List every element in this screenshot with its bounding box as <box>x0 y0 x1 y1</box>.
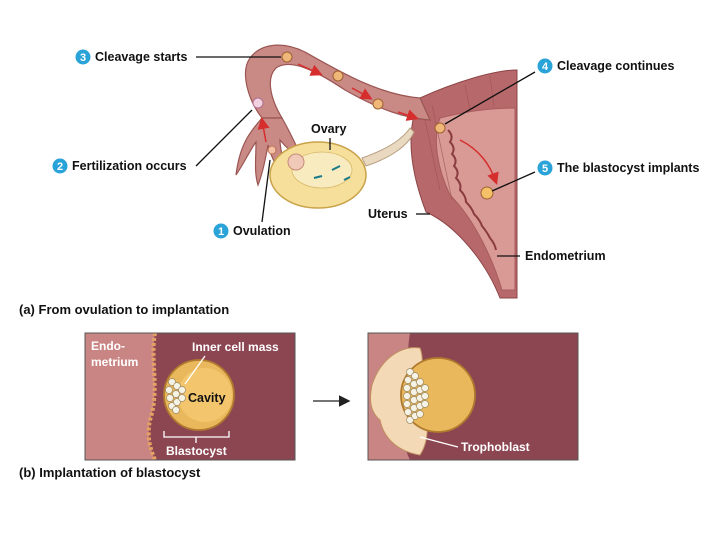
step-5-number: 5 <box>542 163 548 175</box>
step-3-badge <box>75 49 91 65</box>
fertilized-egg <box>252 97 264 109</box>
step-1-text: Ovulation <box>233 224 291 238</box>
step-5-badge <box>537 160 553 176</box>
ovulated-egg <box>267 145 277 155</box>
ovary-inner <box>291 151 353 189</box>
step-3-text: Cleavage starts <box>95 50 187 64</box>
step-2-text: Fertilization occurs <box>72 159 187 173</box>
cleavage-4cell <box>332 70 344 82</box>
ovarian-ligament <box>361 127 415 167</box>
step-2-number: 2 <box>57 161 63 173</box>
trophoblast-label: Trophoblast <box>461 440 530 454</box>
step-3-number: 3 <box>80 52 86 64</box>
endometrium-label: Endometrium <box>525 249 606 263</box>
step-1-badge <box>213 223 229 239</box>
endometrium-wavy-lining <box>447 129 497 251</box>
uterus-muscle-striations <box>424 75 495 201</box>
caption-part-a: (a) From ovulation to implantation <box>19 302 229 317</box>
ovary-follicles <box>287 153 351 181</box>
ovary-label: Ovary <box>311 122 346 136</box>
part-a-illustration <box>235 44 518 299</box>
step-5-text: The blastocyst implants <box>557 161 699 175</box>
blastocyst-label: Blastocyst <box>166 444 227 458</box>
endometrium-panel-label-line2: metrium <box>91 355 138 369</box>
step-1-number: 1 <box>218 226 224 238</box>
endometrium-edge-left <box>146 333 157 460</box>
egg-travel-arrows <box>257 63 499 185</box>
cleavage-morula <box>372 98 384 110</box>
panel-right: Trophoblast <box>367 332 579 461</box>
endometrium-panel-label-line1: Endo- <box>91 339 125 353</box>
step-4-label: 4 Cleavage continues <box>444 58 674 125</box>
uterus-label: Uterus <box>368 207 408 221</box>
uterus-label-group: Uterus <box>368 207 430 221</box>
endometrium-label-group: Endometrium <box>497 249 606 263</box>
step-2-badge <box>52 158 68 174</box>
step-3-label: 3 Cleavage starts <box>75 49 281 65</box>
cleavage-2cell <box>281 51 293 63</box>
inner-cell-mass-label: Inner cell mass <box>192 340 279 354</box>
cleavage-continues-embryo <box>434 122 446 134</box>
implanting-blastocyst <box>480 186 494 200</box>
caption-part-b: (b) Implantation of blastocyst <box>19 465 201 480</box>
endometrium-surface-left <box>85 333 155 460</box>
ovary-label-group: Ovary <box>311 122 346 150</box>
panel-left: Endo- metrium Inner cell mass Cavity Bla… <box>84 332 296 461</box>
blastocyst-cavity-left <box>178 368 232 422</box>
cavity-label: Cavity <box>188 391 226 405</box>
inner-cell-mass-cells-left <box>165 378 186 414</box>
trophoblast-cells-right <box>403 368 429 424</box>
embryo-stages <box>252 51 494 200</box>
step-4-badge <box>537 58 553 74</box>
step-4-number: 4 <box>542 61 549 73</box>
step-2-label: 2 Fertilization occurs <box>52 109 253 174</box>
step-5-label: 5 The blastocyst implants <box>491 160 699 192</box>
step-4-text: Cleavage continues <box>557 59 674 73</box>
step-1-label: 1 Ovulation <box>213 159 291 239</box>
